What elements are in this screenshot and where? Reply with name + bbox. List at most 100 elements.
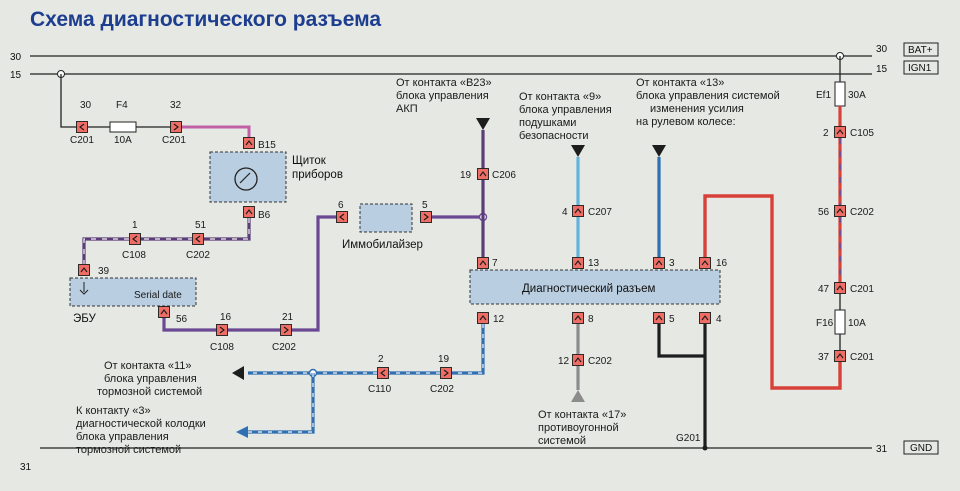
brake-to-arrow-icon xyxy=(236,426,248,438)
c202-19-conn: C202 xyxy=(430,384,454,395)
c105-pin: 2 xyxy=(823,128,829,139)
cluster-box xyxy=(209,151,287,203)
gauge-needle-icon xyxy=(239,172,251,184)
f4-name: F4 xyxy=(116,100,128,111)
cluster-pin-b6: B6 xyxy=(258,210,271,221)
eps-arrow-icon xyxy=(652,145,666,157)
connector-b15 xyxy=(242,136,256,150)
antitheft-label-1: От контакта «17» xyxy=(538,409,626,421)
connector-c201-47 xyxy=(833,281,847,295)
immo-pin-5: 5 xyxy=(422,200,428,211)
connector-c110 xyxy=(376,366,390,380)
brake-from-label-2: блока управления xyxy=(104,373,197,385)
c206-pin: 19 xyxy=(460,170,472,181)
rail-15-left-label: 15 xyxy=(10,70,22,81)
c108-1-pin: 1 xyxy=(132,220,138,231)
c202-21-conn: C202 xyxy=(272,342,296,353)
immobilizer-box xyxy=(359,203,413,233)
connector-diag-12 xyxy=(476,311,490,325)
connector-c201-37 xyxy=(833,349,847,363)
c202-56-pin: 56 xyxy=(818,207,830,218)
fuse-f4 xyxy=(109,121,137,133)
c201-37-pin: 37 xyxy=(818,352,830,363)
immo-pin-6: 6 xyxy=(338,200,344,211)
c108-1-conn: C108 xyxy=(122,250,146,261)
diag-pin-5: 5 xyxy=(669,314,675,325)
akp-arrow-icon xyxy=(476,118,490,130)
bat-label: BAT+ xyxy=(908,45,933,56)
ign-box xyxy=(903,60,939,75)
wire-c202-immo xyxy=(291,215,336,332)
c202-51-pin: 51 xyxy=(195,220,207,231)
brake-to-label-1: К контакту «3» xyxy=(76,405,151,417)
connector-diag-4 xyxy=(698,311,712,325)
brake-from-label-3: тормозной системой xyxy=(97,386,202,398)
brake-to-label-4: тормозной системой xyxy=(76,444,181,456)
rail-31-right-label: 31 xyxy=(876,444,888,455)
connector-c202-19 xyxy=(439,366,453,380)
c105-conn: C105 xyxy=(850,128,874,139)
airbag-arrow-icon xyxy=(571,145,585,157)
connector-diag-8 xyxy=(571,311,585,325)
cluster-pin-b15: B15 xyxy=(258,140,276,151)
antitheft-arrow-icon xyxy=(571,390,585,402)
wire-b6-c202 xyxy=(204,218,251,241)
connector-diag-3 xyxy=(652,256,666,270)
c202-21-pin: 21 xyxy=(282,312,294,323)
wire-pink-cluster xyxy=(179,125,251,138)
connector-diag-7 xyxy=(476,256,490,270)
connector-c201-32 xyxy=(169,120,183,134)
c201-37-conn: C201 xyxy=(850,352,874,363)
connector-diag-13 xyxy=(571,256,585,270)
c110-conn: C110 xyxy=(368,384,392,395)
fuse-f16 xyxy=(834,309,846,335)
c201-47-pin: 47 xyxy=(818,284,830,295)
diag-pin-16: 16 xyxy=(716,258,728,269)
rail-30-left-label: 30 xyxy=(10,52,22,63)
gnd-label: GND xyxy=(910,443,932,454)
eps-label-4: на рулевом колесе: xyxy=(636,116,736,128)
c202-51-conn: C202 xyxy=(186,250,210,261)
connector-immo-5 xyxy=(419,210,433,224)
connector-diag-5 xyxy=(652,311,666,325)
brake-from-label-1: От контакта «11» xyxy=(104,360,192,372)
connector-immo-6 xyxy=(335,210,349,224)
ecu-pin-39: 39 xyxy=(98,266,110,277)
fuse-ef1 xyxy=(834,81,846,107)
connector-c202-56 xyxy=(833,204,847,218)
akp-label-1: От контакта «B23» xyxy=(396,77,492,89)
c207-pin: 4 xyxy=(562,207,568,218)
ef1-rating: 30A xyxy=(848,90,866,101)
connector-c105 xyxy=(833,125,847,139)
brake-from-arrow-icon xyxy=(232,366,244,380)
antitheft-label-2: противоугонной xyxy=(538,422,619,434)
gauge-icon xyxy=(234,167,258,191)
antitheft-label-3: системой xyxy=(538,435,586,447)
c110-pin: 2 xyxy=(378,354,384,365)
connector-c201-30 xyxy=(75,120,89,134)
ground-arrow-icon xyxy=(79,289,89,295)
diagnostic-connector-box xyxy=(469,269,721,305)
connector-c202-12 xyxy=(571,353,585,367)
airbag-label-4: безопасности xyxy=(519,130,589,142)
diag-pin-3: 3 xyxy=(669,258,675,269)
ground-label: G201 xyxy=(676,433,701,444)
diagram-title: Схема диагностического разъема xyxy=(30,8,381,31)
cluster-label-1: Щиток xyxy=(292,155,327,167)
akp-label-2: блока управления xyxy=(396,90,489,102)
connector-c207 xyxy=(571,204,585,218)
diag-label: Диагностический разъем xyxy=(522,283,655,295)
rail-31-left-label: 31 xyxy=(20,462,32,473)
connector-ecu-56 xyxy=(157,305,171,319)
eps-label-1: От контакта «13» xyxy=(636,77,724,89)
c202-19-pin: 19 xyxy=(438,354,450,365)
f16-name: F16 xyxy=(816,318,834,329)
c201-47-conn: C201 xyxy=(850,284,874,295)
connector-c202-21 xyxy=(279,323,293,337)
ecu-pin-56: 56 xyxy=(176,314,188,325)
c202-56-conn: C202 xyxy=(850,207,874,218)
c202-12-pin: 12 xyxy=(558,356,570,367)
cluster-label-2: приборов xyxy=(292,169,343,181)
